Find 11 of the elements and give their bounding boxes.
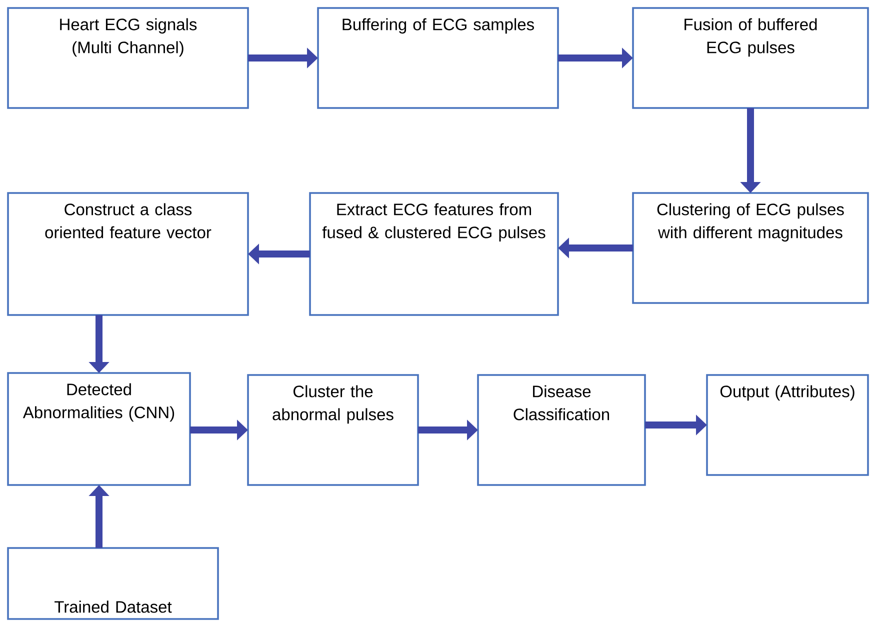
- process-box: Clustering of ECG pulses with different magnitudes: [632, 192, 869, 304]
- process-box: Trained Dataset: [7, 547, 219, 620]
- process-box: Disease Classification: [477, 374, 646, 486]
- process-box: Cluster the abnormal pulses: [247, 374, 419, 486]
- process-box: Fusion of buffered ECG pulses: [632, 7, 869, 109]
- process-box: Extract ECG features from fused & clustered ECG pulses: [309, 192, 559, 316]
- process-box: Detected Abnormalities (CNN): [7, 372, 191, 486]
- process-box: Construct a class oriented feature vector: [7, 192, 249, 316]
- process-box: Output (Attributes): [706, 374, 869, 476]
- process-box: Buffering of ECG samples: [317, 7, 559, 109]
- process-box: Heart ECG signals (Multi Channel): [7, 7, 249, 109]
